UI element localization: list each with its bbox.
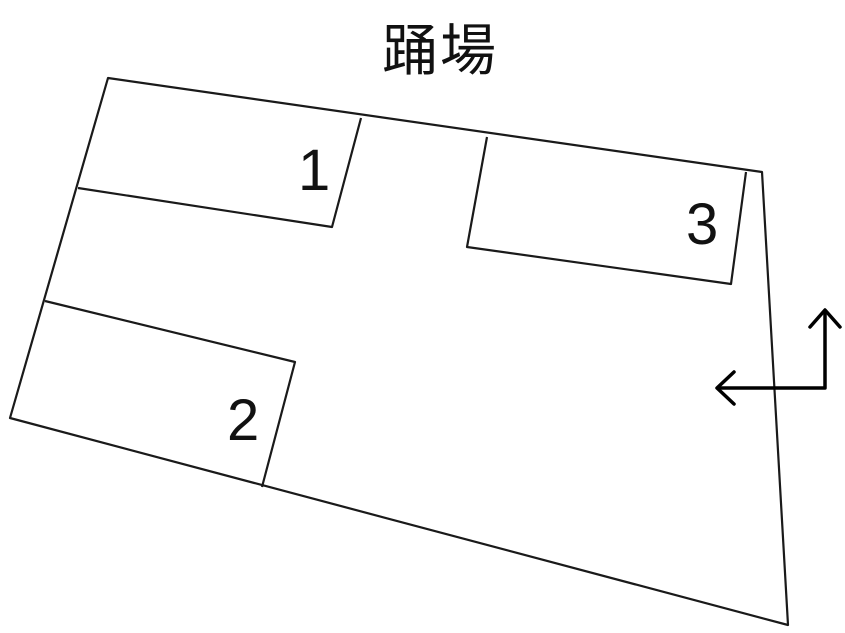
block-2-label: 2: [227, 388, 259, 453]
diagram-title: 踊場: [382, 19, 498, 84]
block-1-label: 1: [298, 138, 330, 203]
block-1-outline: [77, 117, 363, 229]
block-2-outline: [44, 299, 297, 488]
block-3-label: 3: [686, 192, 718, 257]
direction-arrow-icon: [715, 308, 842, 406]
block-3-outline: [465, 136, 748, 286]
landing-outline: [8, 76, 790, 627]
